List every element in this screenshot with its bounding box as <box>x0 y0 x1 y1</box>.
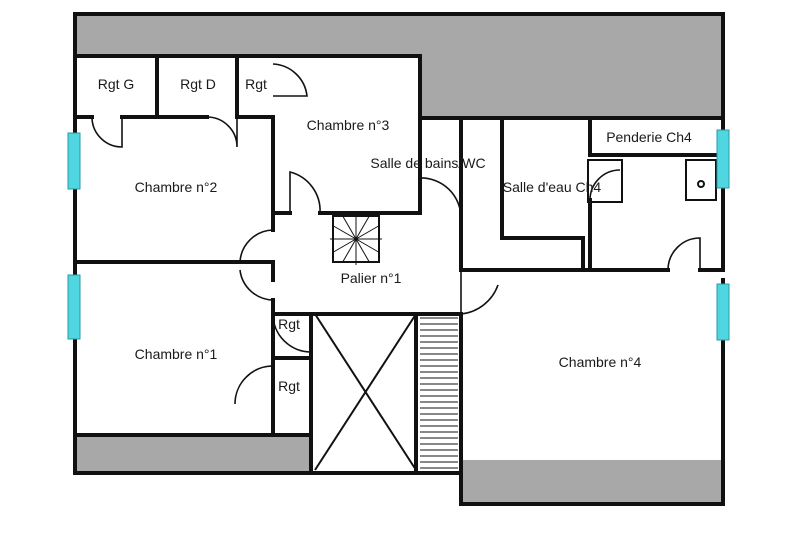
label-salle-de-bains: Salle de bains/WC <box>370 155 485 171</box>
windows <box>67 129 730 341</box>
room-labels: Rgt G Rgt D Rgt Chambre n°3 Salle de bai… <box>98 76 692 394</box>
label-rgt-d: Rgt D <box>180 76 216 92</box>
window-chambre-2 <box>67 132 81 190</box>
stair-treads <box>420 317 458 469</box>
label-chambre-1: Chambre n°1 <box>135 346 218 362</box>
label-salle-eau-ch4: Salle d'eau Ch4 <box>503 179 602 195</box>
sloped-zone-bottom-right <box>461 460 723 504</box>
sloped-ceiling-zones <box>75 14 723 504</box>
window-salle-eau <box>716 129 730 189</box>
label-chambre-3: Chambre n°3 <box>307 117 390 133</box>
label-rgt-top: Rgt <box>245 76 267 92</box>
label-rgt-g: Rgt G <box>98 76 135 92</box>
window-chambre-1 <box>67 274 81 340</box>
label-penderie-ch4: Penderie Ch4 <box>606 129 692 145</box>
stair-void <box>314 313 417 471</box>
label-palier: Palier n°1 <box>341 270 402 286</box>
door-swings <box>91 63 701 405</box>
window-chambre-4 <box>716 283 730 341</box>
sloped-zone-top <box>75 14 723 56</box>
label-rgt-low: Rgt <box>278 378 300 394</box>
label-chambre-4: Chambre n°4 <box>559 354 642 370</box>
sloped-zone-bottom-left <box>75 435 311 473</box>
label-chambre-2: Chambre n°2 <box>135 179 218 195</box>
label-rgt-mid: Rgt <box>278 316 300 332</box>
spiral-stair <box>330 213 382 265</box>
sloped-zone-top-right <box>420 56 723 118</box>
